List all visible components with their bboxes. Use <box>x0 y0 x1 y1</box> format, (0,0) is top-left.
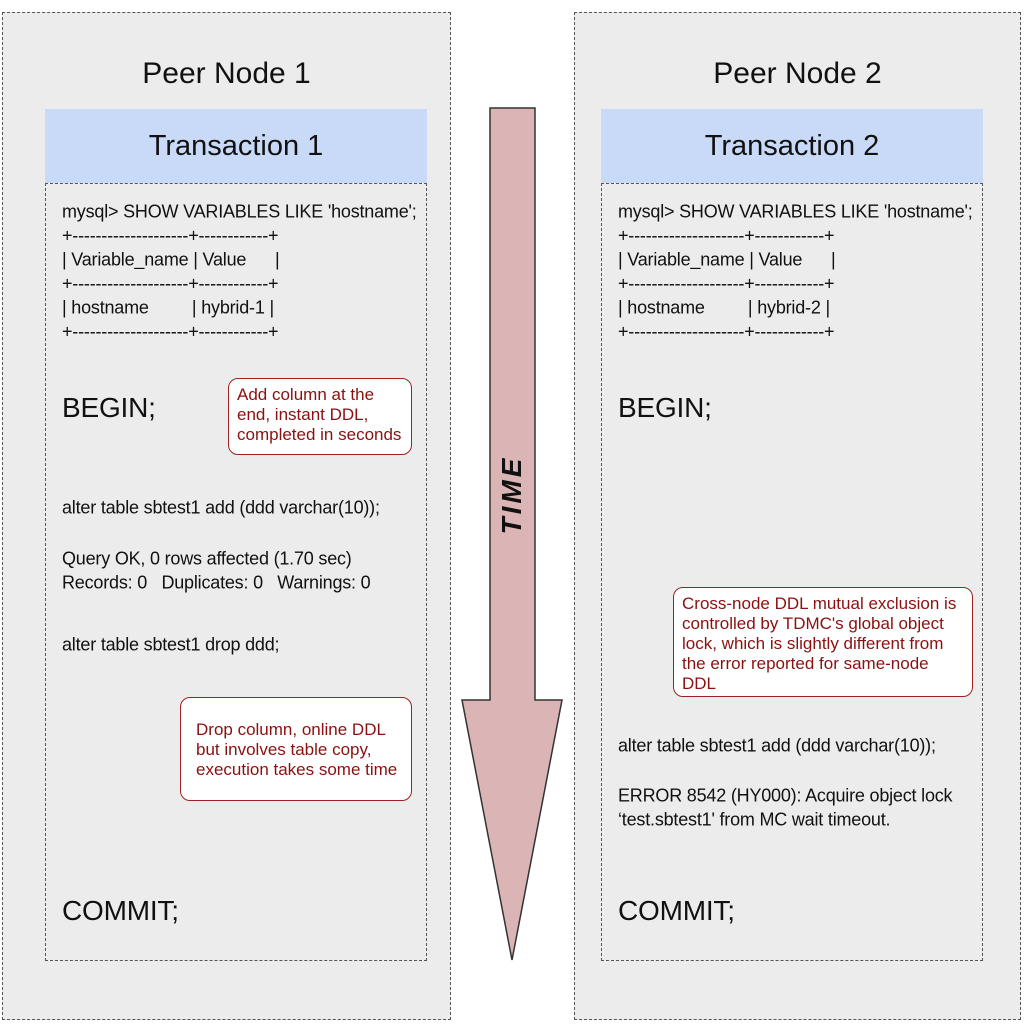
error-line: ‘test.sbtest1' from MC wait timeout. <box>618 809 891 830</box>
commit-statement: COMMIT; <box>618 895 735 926</box>
callout-line: DDL <box>682 674 717 693</box>
begin-statement: BEGIN; <box>62 392 156 423</box>
table-line: | hostname | hybrid-2 | <box>618 297 830 318</box>
sql-line: mysql> SHOW VARIABLES LIKE 'hostname'; <box>618 201 973 222</box>
result-line: Query OK, 0 rows affected (1.70 sec) <box>62 548 352 569</box>
transaction-header: Transaction 2 <box>601 109 983 183</box>
callout-line: Add column at the <box>237 385 375 404</box>
callout-instant-ddl: Add column at the end, instant DDL, comp… <box>228 378 412 455</box>
table-line: | Variable_name | Value | <box>618 249 836 270</box>
table-line: +--------------------+------------+ <box>62 225 279 246</box>
callout-line: the error reported for same-node <box>682 654 929 673</box>
table-line: +--------------------+------------+ <box>618 225 835 246</box>
callout-line: controlled by TDMC's global object <box>682 614 944 633</box>
callout-line: end, instant DDL, <box>237 405 369 424</box>
callout-line: execution takes some time <box>196 760 398 779</box>
time-arrow-shape <box>461 107 563 961</box>
callout-line: Cross-node DDL mutual exclusion is <box>682 594 957 613</box>
callout-line: lock, which is slightly different from <box>682 634 944 653</box>
transaction-body: mysql> SHOW VARIABLES LIKE 'hostname'; +… <box>45 183 427 961</box>
table-line: +--------------------+------------+ <box>62 273 279 294</box>
peer-node-1: Peer Node 1 Transaction 1 mysql> SHOW VA… <box>2 12 451 1020</box>
callout-cross-node: Cross-node DDL mutual exclusion is contr… <box>673 587 973 697</box>
callout-line: Drop column, online DDL <box>196 720 386 739</box>
peer-node-2: Peer Node 2 Transaction 2 mysql> SHOW VA… <box>574 12 1021 1020</box>
commit-statement: COMMIT; <box>62 895 179 926</box>
callout-online-ddl: Drop column, online DDL but involves tab… <box>180 697 412 801</box>
sql-line: alter table sbtest1 add (ddd varchar(10)… <box>618 735 936 756</box>
begin-statement: BEGIN; <box>618 392 712 423</box>
table-line: +--------------------+------------+ <box>62 321 279 342</box>
table-line: +--------------------+------------+ <box>618 321 835 342</box>
node-title: Peer Node 1 <box>142 57 311 90</box>
time-label: TIME <box>496 455 527 535</box>
sql-line: mysql> SHOW VARIABLES LIKE 'hostname'; <box>62 201 417 222</box>
transaction-body: mysql> SHOW VARIABLES LIKE 'hostname'; +… <box>601 183 983 961</box>
table-line: | hostname | hybrid-1 | <box>62 297 274 318</box>
sql-line: alter table sbtest1 drop ddd; <box>62 634 280 655</box>
callout-line: completed in seconds <box>237 425 402 444</box>
table-line: +--------------------+------------+ <box>618 273 835 294</box>
table-line: | Variable_name | Value | <box>62 249 280 270</box>
callout-line: but involves table copy, <box>196 740 372 759</box>
result-line: Records: 0 Duplicates: 0 Warnings: 0 <box>62 572 371 593</box>
sql-line: alter table sbtest1 add (ddd varchar(10)… <box>62 497 380 518</box>
node-title: Peer Node 2 <box>713 57 882 90</box>
transaction-header: Transaction 1 <box>45 109 427 183</box>
error-line: ERROR 8542 (HY000): Acquire object lock <box>618 785 953 806</box>
